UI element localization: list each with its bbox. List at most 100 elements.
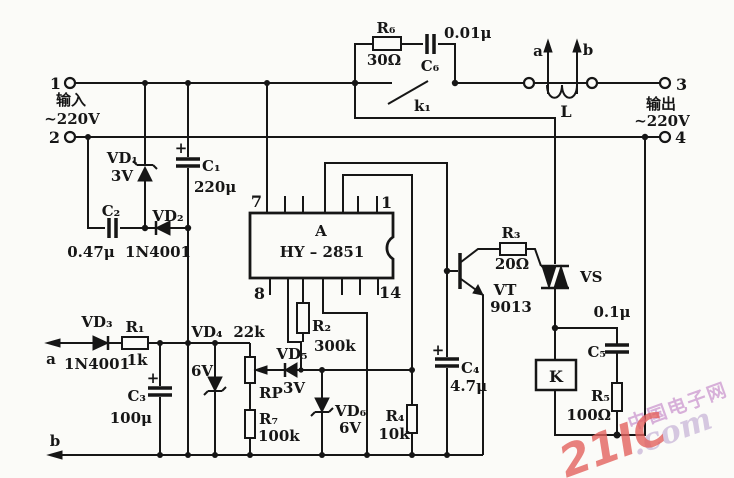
c6-value: 0.01μ	[444, 24, 492, 42]
vt-part: 9013	[490, 298, 532, 316]
vd2-value: 1N4001	[125, 243, 191, 261]
ic-part-number: HY – 2851	[280, 243, 365, 261]
terminal-1	[63, 76, 77, 90]
triac-vs	[541, 264, 569, 290]
diode-vd5	[283, 362, 298, 378]
r6-value: 30Ω	[367, 51, 401, 69]
r7-value: 100k	[258, 427, 300, 445]
ic-top-pin-stubs	[284, 196, 378, 213]
sense-b-label: b	[50, 432, 61, 450]
ic-pin7-label: 7	[251, 192, 262, 211]
r4-value: 10k	[378, 425, 410, 443]
emitter-arrow	[472, 283, 484, 296]
resistor-r4-body	[406, 404, 418, 434]
tap-b-arrow	[572, 38, 582, 53]
ic-pin14-label: 14	[379, 283, 401, 302]
vd6-ref: VD₆	[334, 402, 367, 420]
c4-ref: C₄	[461, 359, 480, 377]
c2-value: 0.47μ	[67, 243, 115, 261]
r6-ref: R₆	[376, 19, 395, 37]
ic-pin8-label: 8	[254, 284, 265, 303]
diode-vd3	[92, 335, 110, 351]
vd3-ref: VD₃	[80, 313, 112, 331]
c6-ref: C₆	[421, 57, 440, 75]
r2-ref: R₂	[312, 317, 331, 335]
c2-ref: C₂	[102, 202, 121, 220]
c3-ref: C₃	[127, 387, 146, 405]
sense-b-arrow	[46, 450, 63, 460]
capacitor-c1-plates	[176, 157, 200, 168]
terminal-1-label: 1	[50, 74, 61, 93]
c1-ref: C₁	[202, 157, 221, 175]
c1-polarity: +	[175, 139, 188, 157]
c4-value: 4.7μ	[450, 377, 487, 395]
sense-a-arrow	[44, 338, 61, 348]
terminal-3	[658, 76, 672, 90]
ic-bottom-pin-stubs	[269, 278, 379, 295]
inductor-taps	[547, 48, 578, 94]
tap-b-label: b	[583, 41, 594, 59]
r7-ref: R₇	[259, 410, 278, 428]
r4-ref: R₄	[385, 407, 404, 425]
vd1-ref: VD₁	[106, 149, 138, 167]
r5-value: 100Ω	[566, 406, 611, 424]
resistor-r7-body	[244, 409, 256, 439]
vd3-value: 1N4001	[64, 355, 130, 373]
r5-ref: R₅	[591, 387, 610, 405]
labels: 1 输入 ~220V 2 3 输出 ~220V 4 R₆ 30Ω C₆ 0.01…	[44, 19, 690, 450]
vd4-ref: VD₄	[190, 323, 223, 341]
r1-value: 1k	[127, 351, 148, 369]
ic-pin1-label: 1	[381, 193, 392, 212]
vt-ref: VT	[493, 281, 518, 299]
rp-ref: RP	[259, 384, 283, 402]
vd1-value: 3V	[111, 167, 133, 185]
junction-dots	[85, 79, 649, 458]
zener-vd6	[310, 397, 334, 417]
r2-value: 300k	[314, 337, 356, 355]
c4-polarity: +	[432, 341, 445, 359]
rp-wiper-arrow	[253, 365, 268, 375]
tap-a-arrow	[543, 38, 553, 53]
capacitor-c6-plates	[425, 34, 436, 54]
c1-value: 220μ	[194, 178, 236, 196]
component-symbols	[44, 34, 629, 460]
inductor-ref: L	[560, 102, 571, 121]
k1-ref: k₁	[414, 97, 431, 115]
ic-designator: A	[314, 222, 327, 240]
resistor-r5-body	[611, 382, 623, 412]
resistor-r6-body	[372, 36, 402, 51]
tap-a-label: a	[533, 42, 543, 60]
c3-value: 100μ	[110, 409, 152, 427]
relay-k-label: K	[549, 367, 564, 386]
terminal-3-label: 3	[676, 75, 687, 94]
resistor-r2-body	[296, 302, 310, 334]
transistor-vt	[458, 253, 484, 296]
resistor-r3-body	[499, 242, 527, 256]
capacitor-c5-plates	[605, 343, 629, 354]
terminal-circles	[63, 76, 672, 144]
terminal-4	[658, 130, 672, 144]
inductor-right-node	[585, 76, 599, 90]
vd5-ref: VD₅	[275, 345, 307, 363]
output-voltage: ~220V	[634, 112, 690, 130]
input-label: 输入	[56, 91, 86, 109]
zener-vd4	[203, 376, 227, 396]
vs-ref: VS	[579, 268, 602, 286]
inductor-loops	[546, 84, 578, 99]
rp-value: 22k	[233, 323, 265, 341]
capacitor-c4-plates	[435, 357, 459, 368]
terminal-2-label: 2	[49, 128, 60, 147]
sense-a-label: a	[46, 350, 56, 368]
c5-ref: C₅	[587, 343, 606, 361]
zener-vd1	[132, 160, 158, 182]
terminal-4-label: 4	[675, 128, 686, 147]
vd6-value: 6V	[339, 419, 361, 437]
r3-value: 20Ω	[495, 255, 529, 273]
c3-polarity: +	[147, 369, 160, 387]
wires	[48, 43, 660, 456]
terminal-2	[63, 130, 77, 144]
capacitor-c3-plates	[148, 386, 172, 397]
resistor-r1-body	[121, 336, 149, 350]
